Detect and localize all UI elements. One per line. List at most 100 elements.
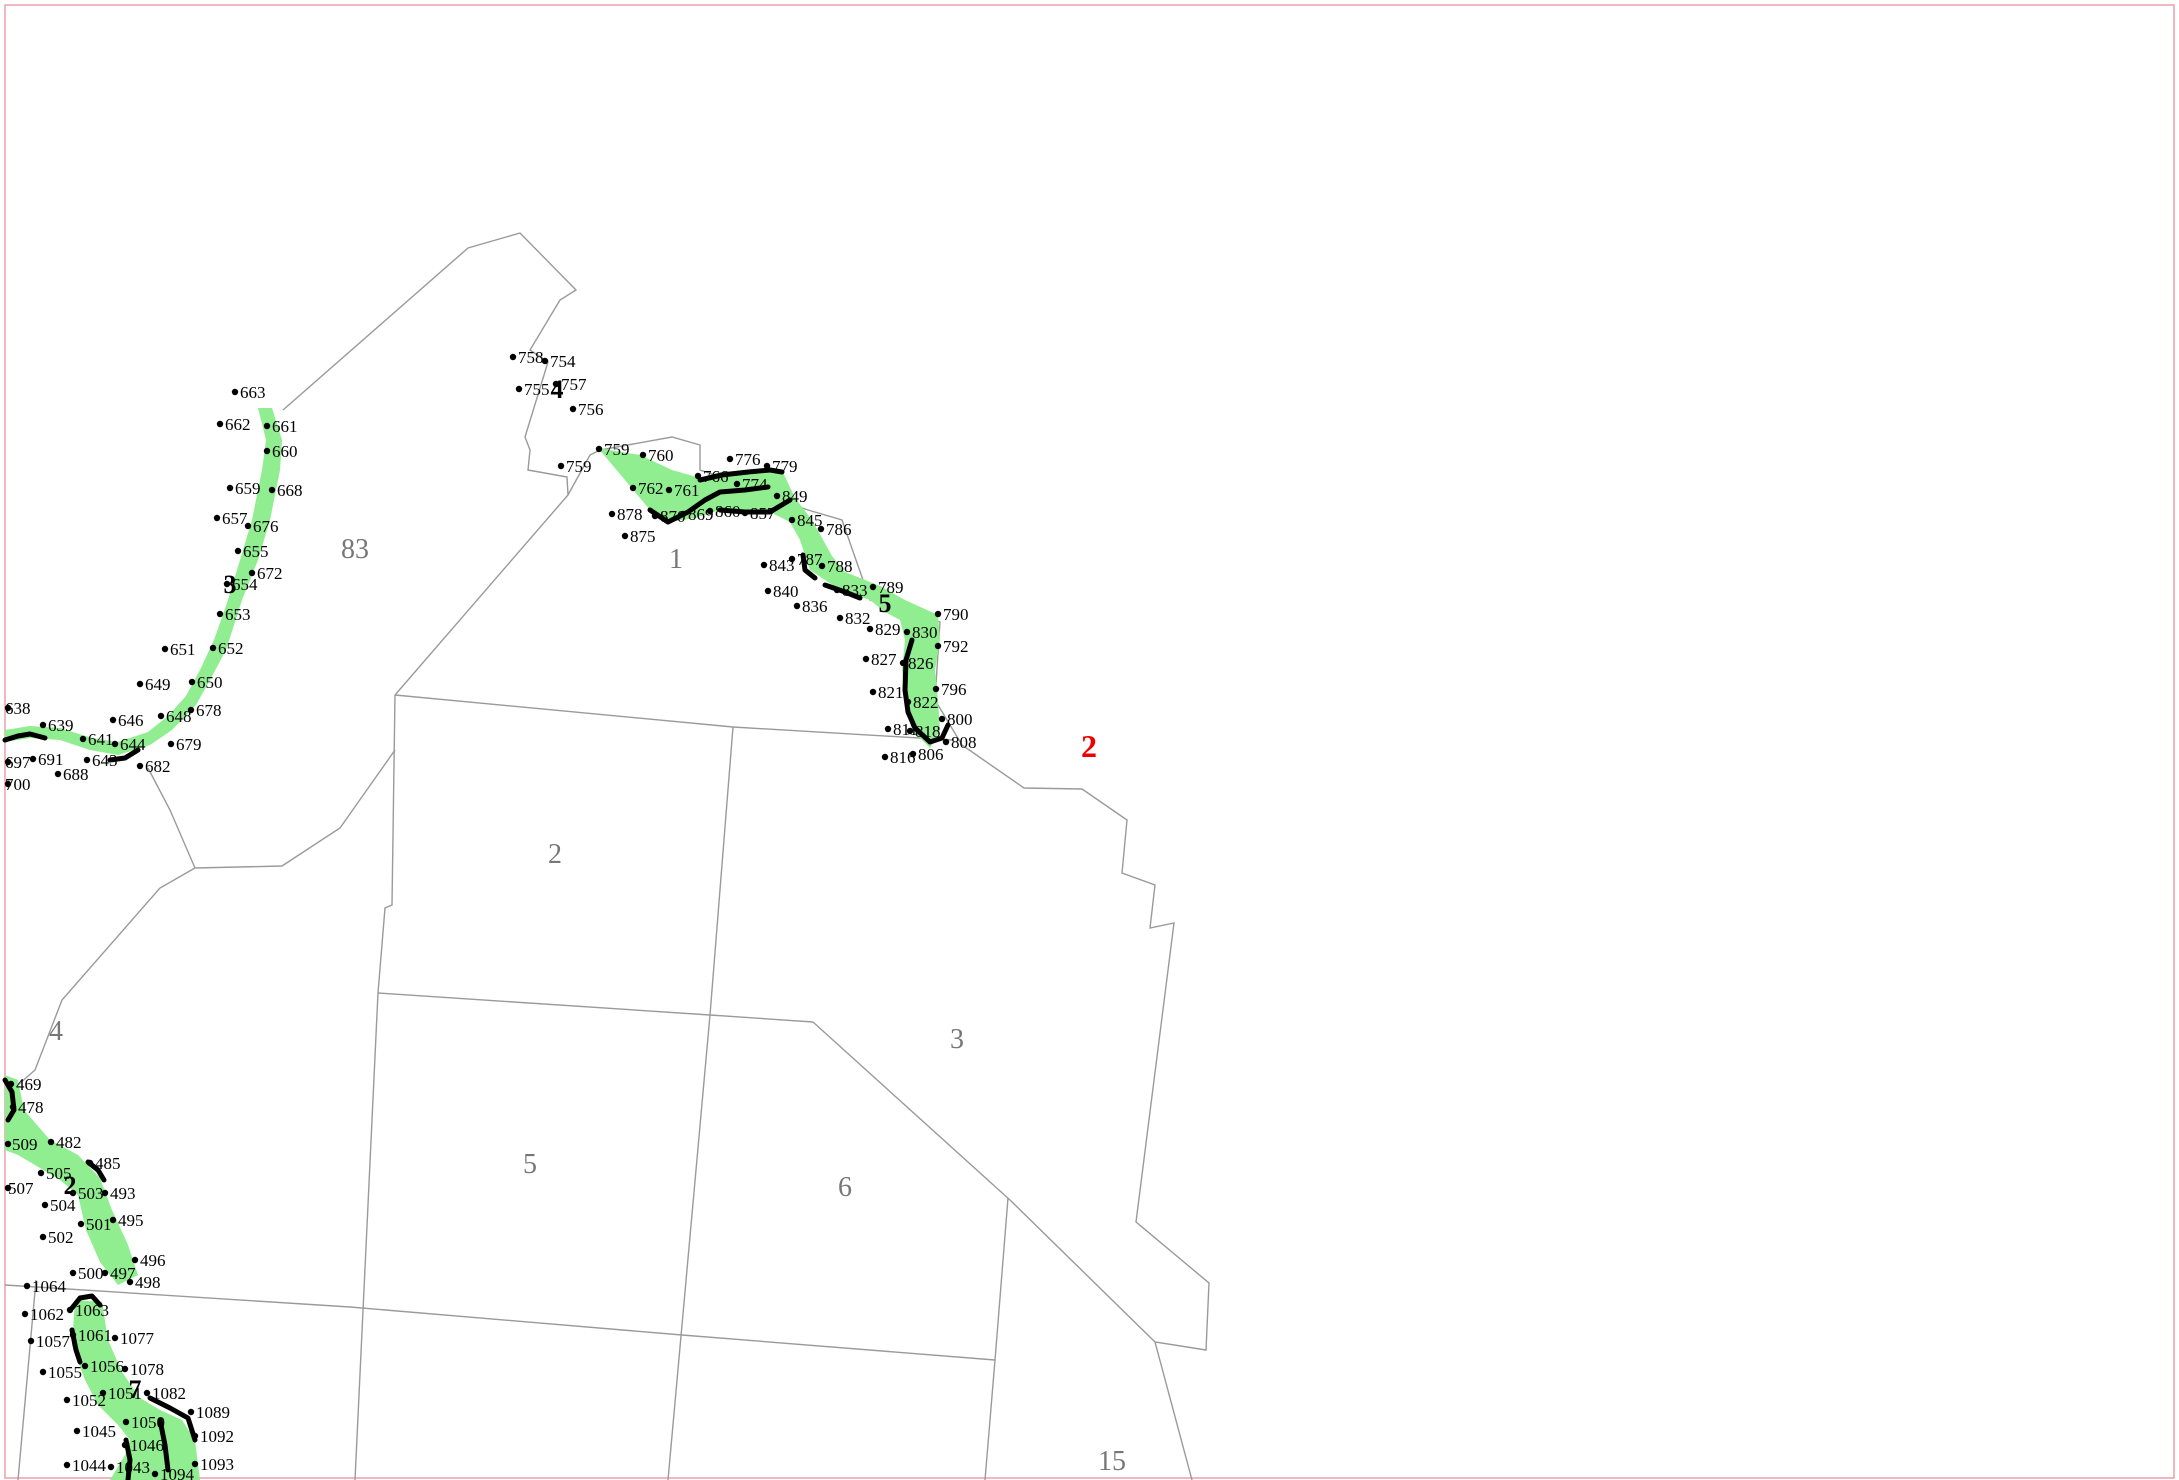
edge-segment-4f [902, 637, 951, 745]
vertex-point [934, 610, 942, 618]
corridor-segment-7 [72, 1300, 200, 1480]
vertex-point [268, 486, 276, 494]
point-label: 662 [225, 415, 251, 434]
vertex-point [136, 680, 144, 688]
point-label: 697 [5, 753, 31, 772]
parcel-label: 83 [341, 534, 369, 565]
parcel-boundary-4 [17, 749, 396, 1086]
point-label: 786 [826, 520, 852, 539]
vertex-point [557, 462, 565, 470]
point-label: 845 [797, 511, 823, 530]
parcel-label: 2 [548, 839, 562, 870]
point-label: 1050 [131, 1413, 165, 1432]
vertex-point [63, 1396, 71, 1404]
vertex-point [4, 1184, 12, 1192]
vertex-point [938, 715, 946, 723]
point-label: 759 [566, 457, 592, 476]
point-label: 654 [232, 575, 258, 594]
map-title: 2 [1081, 728, 1097, 764]
vertex-point [143, 1389, 151, 1397]
point-label: 1046 [130, 1436, 164, 1455]
vertex-point [788, 516, 796, 524]
edge-segment-2a [2, 1077, 17, 1123]
vertex-point [41, 1201, 49, 1209]
point-label: 827 [871, 650, 897, 669]
parcel-boundaries [4, 232, 1210, 1480]
vertex-point [679, 510, 687, 518]
vertex-point [66, 1306, 74, 1314]
point-label: 1063 [75, 1301, 109, 1320]
point-label: 762 [638, 479, 664, 498]
vertex-point [27, 1337, 35, 1345]
edge-segment-3b [107, 747, 141, 763]
vertex-point [884, 725, 892, 733]
point-label: 1062 [30, 1305, 64, 1324]
point-label: 672 [257, 564, 283, 583]
vertex-point [63, 1461, 71, 1469]
parcel-label: 3 [950, 1024, 964, 1055]
parcel-boundary-2-east [709, 726, 734, 1016]
point-label: 1057 [36, 1332, 71, 1351]
vertex-point [54, 770, 62, 778]
point-label: 760 [648, 446, 674, 465]
vertex-point [86, 1159, 94, 1167]
vertex-point [595, 445, 603, 453]
vertex-point [77, 1220, 85, 1228]
point-label: 501 [86, 1215, 112, 1234]
vertex-point [151, 1470, 159, 1478]
vertex-point [223, 580, 231, 588]
vertex-point [665, 486, 673, 494]
point-label: 639 [48, 716, 74, 735]
vertex-point [569, 405, 577, 413]
point-label: 870 [660, 507, 686, 526]
vertex-point [818, 562, 826, 570]
point-label: 756 [578, 400, 604, 419]
point-label: 754 [550, 352, 576, 371]
vertex-point [79, 735, 87, 743]
vertex-point [4, 758, 12, 766]
point-label: 497 [110, 1264, 136, 1283]
vertex-point [4, 1140, 12, 1148]
point-label: 668 [277, 481, 303, 500]
vertex-point [111, 1334, 119, 1342]
point-label: 869 [688, 505, 714, 524]
point-label: 655 [243, 542, 269, 561]
point-label: 875 [630, 527, 656, 546]
vertex-point [83, 756, 91, 764]
vertex-point [788, 555, 796, 563]
vertex-point [161, 645, 169, 653]
corridor-segment-3 [5, 408, 282, 755]
point-label: 498 [135, 1273, 161, 1292]
corridors [5, 408, 940, 1480]
edge-segment-4b [717, 497, 793, 515]
vertex-point [99, 1389, 107, 1397]
parcel-boundary-4-inner [147, 767, 196, 869]
point-label: 829 [875, 620, 901, 639]
parcel-label: 5 [523, 1149, 537, 1180]
vertex-point [817, 525, 825, 533]
point-label: 505 [46, 1164, 72, 1183]
point-label: 857 [750, 504, 776, 523]
edge-segment-7c [147, 1395, 198, 1443]
point-label: 788 [827, 557, 853, 576]
point-label: 816 [890, 748, 916, 767]
vertex-point [213, 514, 221, 522]
vertex-point [552, 380, 560, 388]
point-label: 1093 [200, 1455, 234, 1474]
point-label: 832 [845, 609, 871, 628]
vertex-point [760, 561, 768, 569]
vertex-point [188, 678, 196, 686]
vertex-point [136, 762, 144, 770]
vertex-point [263, 447, 271, 455]
vertex-point [763, 462, 771, 470]
vertex-point [909, 750, 917, 758]
vertex-point [741, 509, 749, 517]
point-label: 1092 [200, 1427, 234, 1446]
vertex-point [515, 385, 523, 393]
vertex-point [7, 1080, 15, 1088]
point-label: 648 [166, 707, 192, 726]
vertex-point [121, 1441, 129, 1449]
vertex-point [793, 602, 801, 610]
point-label: 509 [12, 1135, 38, 1154]
